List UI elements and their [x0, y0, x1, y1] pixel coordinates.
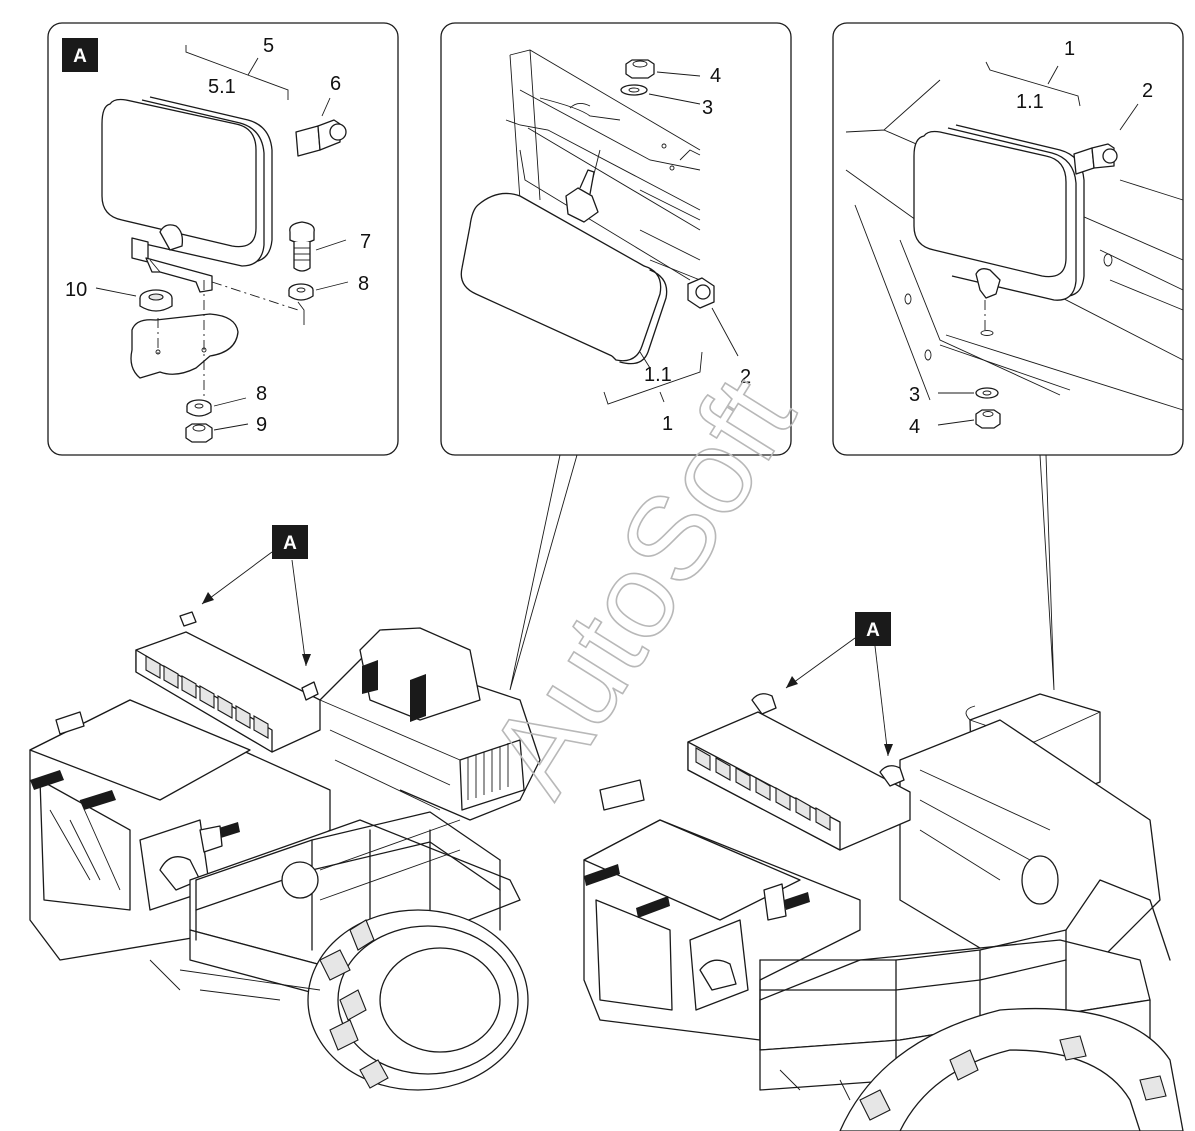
machine-right: A	[583, 612, 1184, 1131]
callout-9: 9	[256, 414, 267, 436]
right-machine-badge	[855, 612, 891, 646]
nut-4-right	[937, 409, 1001, 429]
left-machine-badge-label: A	[283, 533, 297, 554]
detail-badge	[62, 38, 98, 72]
right-wheel	[839, 1007, 1184, 1131]
callout-1-1-right: 1.1	[1016, 91, 1044, 113]
bolt-7	[289, 221, 347, 272]
callout-3-right: 3	[909, 384, 920, 406]
grommet-10	[95, 287, 173, 312]
callout-4-mid: 4	[710, 65, 721, 87]
callout-2-right: 2	[1142, 80, 1153, 102]
nut-4	[625, 59, 701, 79]
callout-3-mid: 3	[702, 97, 713, 119]
callout-7: 7	[360, 231, 371, 253]
detail-panel-right: 1 1.1 2 3 4	[832, 22, 1184, 691]
detail-panel-a: A	[47, 22, 399, 456]
mount-plate	[130, 313, 239, 379]
callout-8-bottom: 8	[256, 383, 267, 405]
right-machine-badge-label: A	[866, 620, 880, 641]
machine-left: A	[29, 525, 541, 1091]
work-lamp-5	[101, 96, 273, 293]
callout-4-right: 4	[909, 416, 920, 438]
work-lamp-1-right	[913, 124, 1085, 301]
washer-3-mid	[620, 84, 701, 105]
callout-1-right: 1	[1064, 38, 1075, 60]
bulb-6	[295, 97, 347, 157]
bulb-2-mid	[687, 277, 739, 357]
work-lamp-1-mid	[460, 169, 668, 365]
detail-badge-label: A	[73, 46, 87, 67]
bulb-2-right	[1073, 103, 1139, 175]
left-machine-badge	[272, 525, 308, 559]
callout-8-top: 8	[358, 273, 369, 295]
detail-panel-middle: 4 3 1.1 2 1	[440, 22, 792, 691]
washer-8-bottom	[186, 397, 247, 417]
callout-5-1: 5.1	[208, 76, 236, 98]
left-wheel	[307, 909, 529, 1091]
callout-10: 10	[65, 279, 87, 301]
nut-9	[185, 423, 249, 443]
callout-1-mid: 1	[662, 413, 673, 435]
washer-8-top	[288, 281, 349, 301]
washer-3-right	[938, 387, 999, 399]
callout-1-1-mid: 1.1	[644, 364, 672, 386]
callout-2-mid: 2	[740, 366, 751, 388]
callout-5: 5	[263, 35, 274, 57]
callout-6: 6	[330, 73, 341, 95]
